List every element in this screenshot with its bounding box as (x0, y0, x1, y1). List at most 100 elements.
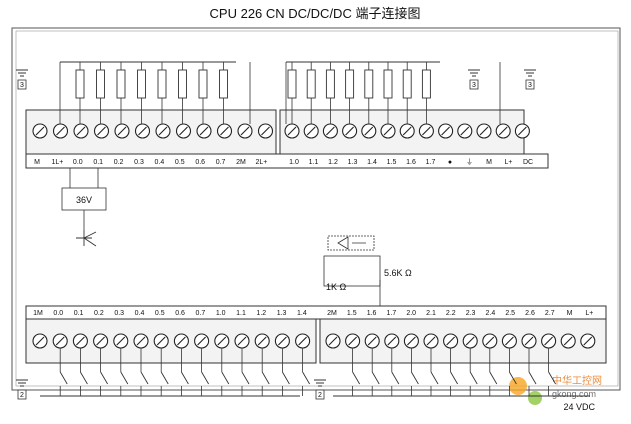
top2-screw-2 (322, 123, 338, 139)
bot2-screw-13 (580, 333, 596, 349)
bot1-screw-7 (173, 333, 189, 349)
bot1-screw-11 (254, 333, 270, 349)
top2-screw-1 (303, 123, 319, 139)
top2-label-5: 1.5 (387, 159, 397, 166)
top2-load-6 (402, 69, 412, 99)
bot1-screw-2 (72, 333, 88, 349)
ground-number-0: 3 (20, 82, 24, 89)
bot1-label-0: 1M (33, 310, 43, 317)
top1-screw-0 (32, 123, 48, 139)
top2-screw-9 (457, 123, 473, 139)
top1-label-2: 0.0 (73, 159, 83, 166)
bot1-switch-6 (160, 371, 169, 385)
bot2-label-3: 1.7 (387, 310, 397, 317)
bot1-screw-1 (52, 333, 68, 349)
top1-screw-11 (257, 123, 274, 139)
watermark-url: gkong.com (552, 389, 596, 399)
bottom-label-strip (25, 305, 607, 320)
bot2-screw-5 (423, 333, 439, 349)
top2-label-3: 1.3 (348, 159, 358, 166)
top1-load-5 (178, 69, 187, 99)
top2-label-12: DC (523, 159, 533, 166)
bot2-screw-11 (541, 333, 557, 349)
opto-symbol (337, 236, 366, 250)
bot2-label-12: M (567, 310, 573, 317)
bot2-label-10: 2.6 (525, 310, 535, 317)
bot2-switch-4 (411, 371, 419, 385)
bot1-label-2: 0.1 (74, 310, 84, 317)
top2-label-2: 1.2 (328, 159, 338, 166)
ground-icon-1: 3 (468, 69, 480, 90)
gear-icon-2 (528, 391, 542, 405)
bot1-label-12: 1.3 (277, 310, 287, 317)
resistor-high-label: 5.6K Ω (384, 268, 412, 278)
transistor-symbol (76, 230, 97, 247)
bot1-label-9: 1.0 (216, 310, 226, 317)
bot1-switch-5 (140, 371, 149, 385)
resistor-box (323, 255, 381, 287)
top1-load-0 (75, 69, 85, 99)
bot2-screw-3 (384, 333, 400, 349)
bot2-switch-6 (450, 371, 458, 385)
top2-label-7: 1.7 (426, 159, 436, 166)
bot2-label-0: 2M (327, 310, 337, 317)
top2-screw-0 (284, 123, 300, 139)
bot1-label-11: 1.2 (256, 310, 266, 317)
ground-icon-2: 3 (524, 69, 536, 90)
bot2-label-8: 2.4 (486, 310, 496, 317)
bot2-screw-8 (482, 333, 498, 349)
bot2-label-5: 2.1 (426, 310, 436, 317)
bot1-label-1: 0.0 (53, 310, 63, 317)
bot1-switch-3 (100, 371, 108, 385)
ground-number-2: 3 (528, 82, 532, 89)
bottom-input-switches (40, 348, 590, 397)
bot1-switch-7 (181, 371, 189, 385)
top1-load-1 (96, 69, 105, 99)
top2-label-10: M (486, 159, 492, 166)
diagram-title: CPU 226 CN DC/DC/DC 端子连接图 (210, 6, 421, 21)
top1-load-2 (116, 69, 126, 99)
bot1-switch-9 (221, 371, 230, 385)
top1-label-0: M (34, 159, 40, 166)
top2-label-4: 1.4 (367, 159, 377, 166)
top2-screw-8 (438, 123, 454, 139)
bot2-switch-9 (509, 371, 517, 385)
bot1-screw-0 (32, 333, 48, 349)
top2-screw-3 (342, 123, 358, 139)
bot1-screw-12 (274, 333, 290, 349)
bot2-label-13: L+ (585, 310, 593, 317)
bot1-label-4: 0.3 (114, 310, 124, 317)
bottom-terminal-block-1 (25, 318, 317, 364)
top2-label-9: ⏚ (466, 158, 473, 166)
bot1-screw-3 (93, 333, 109, 349)
bot1-switch-4 (120, 371, 129, 385)
top1-screw-3 (93, 123, 110, 139)
ground-number-3: 2 (20, 392, 24, 399)
watermark-cn: 中华工控网 (552, 374, 602, 387)
top-screw-terminals (32, 123, 530, 139)
top1-screw-5 (134, 123, 151, 139)
top1-label-11: 2L+ (255, 159, 267, 166)
bot2-label-7: 2.3 (466, 310, 476, 317)
top1-load-3 (137, 69, 146, 99)
bot2-screw-6 (443, 333, 459, 349)
ground-number-1: 3 (472, 82, 476, 89)
top-label-strip (25, 153, 549, 169)
output-transistor-detail: 36V (61, 168, 107, 247)
bot2-screw-7 (462, 333, 478, 349)
top2-label-11: L+ (505, 159, 513, 166)
top1-label-7: 0.5 (175, 159, 185, 166)
ground-symbols: 3 3 3 2 2 (16, 69, 536, 400)
bot1-screw-6 (153, 333, 169, 349)
bot1-label-5: 0.4 (135, 310, 145, 317)
top2-screw-12 (514, 123, 530, 139)
bot2-screw-1 (345, 333, 361, 349)
bot1-label-3: 0.2 (94, 310, 104, 317)
bot1-switch-1 (59, 371, 68, 385)
bot2-screw-10 (521, 333, 537, 349)
ground-number-4: 2 (318, 392, 322, 399)
top2-screw-11 (495, 123, 511, 139)
top2-screw-6 (399, 123, 415, 139)
